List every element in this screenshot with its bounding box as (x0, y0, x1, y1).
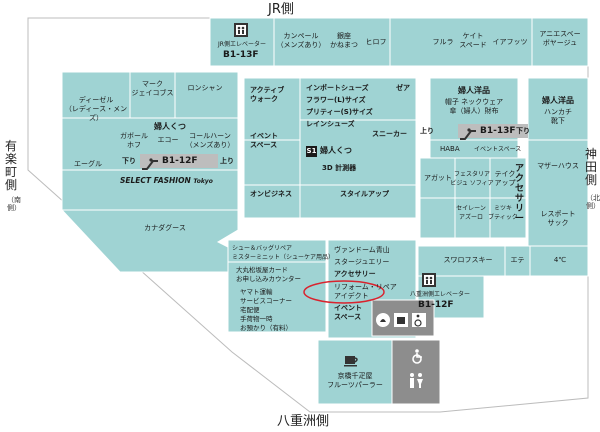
elevator-icon (234, 22, 248, 41)
block-south-cafe (317, 339, 393, 405)
service-yamato: ヤマト運輸 サービスコーナー (240, 288, 292, 305)
shop-handkerchief: ハンカチ 靴下 (544, 108, 572, 125)
shop-gabor: ガボール ホフ (120, 132, 148, 149)
shop-les-posts: レスポート サック (540, 210, 576, 227)
direction-west: 有楽町側 (4, 139, 17, 192)
block-east-side (527, 139, 589, 263)
direction-east-sub: （北側） (586, 194, 600, 210)
cafe-icon (344, 352, 360, 371)
yaesu-elevator-floors: B1-12F (418, 300, 454, 310)
service-daimaru-card: 大丸松坂屋カード お申し込みカウンター (236, 266, 301, 283)
escalator-east-shape (458, 124, 528, 138)
escalator-icon (460, 125, 476, 144)
direction-west-sub: （南側） (7, 196, 21, 212)
event-space-center: イベント スペース (250, 132, 278, 149)
escalator-west-down: 下り (122, 157, 136, 165)
escalator-west-floors: B1-12F (162, 156, 198, 166)
shop-four-c: 4℃ (553, 256, 567, 264)
shop-aigle: エーグル (74, 160, 102, 168)
shop-vendome: ヴァンドーム青山 (334, 246, 390, 254)
jr-elevator-name: JR側エレベーター (218, 41, 266, 48)
escalator-east-down: 下り (516, 127, 530, 135)
shop-festaria: フェスタリア ビジュ ソフィア (450, 171, 494, 187)
shop-kanadagoose: カナダグース (144, 224, 186, 232)
shop-reform: リフォーム・リペア アイデクト (334, 283, 397, 300)
shop-ginza-kanematsu: 銀座 かねまつ (330, 32, 358, 49)
shop-mitsuki: ミツキ ブティック (488, 205, 518, 221)
shop-kanpeeru: カンペール （メンズあり） (276, 32, 326, 49)
shop-active-walk: アクティブ ウォーク (250, 86, 285, 103)
shop-rain-shoes: レインシューズ (306, 120, 355, 128)
shop-star-jewelry: スタージュエリー (334, 258, 390, 266)
shop-cafe: 京橋千疋屋 フルーツパーラー (327, 372, 383, 389)
select-fashion-sub: Tokyo (193, 178, 213, 185)
shop-selena: セイレーン アズーロ (456, 205, 486, 221)
shop-fujin-youhin: 婦人洋品 (458, 86, 490, 95)
block-southeast (417, 245, 589, 277)
shop-import-shoes: インポートシューズ (306, 84, 369, 92)
block-east-right (527, 77, 589, 141)
shop-cole-haan: コールハーン （メンズあり） (185, 132, 235, 149)
shop-fujin-kutsu-west: 婦人くつ (154, 122, 186, 131)
escalator-east-up: 上り (420, 127, 434, 135)
shop-ekko: エコー (157, 136, 179, 144)
escalator-icon (142, 155, 158, 174)
direction-north: JR側 (268, 2, 294, 17)
event-space-east: イベントスペース (474, 146, 522, 153)
shop-haba: HABA (440, 145, 460, 153)
shop-kate-spade: ケイト スペード (459, 32, 487, 49)
shop-anniversaire: アニエスベー ボヤージュ (539, 30, 581, 47)
jr-elevator-floors: B1-13F (223, 50, 259, 60)
nursing-icon (376, 312, 390, 331)
escalator-west-up: 上り (220, 157, 234, 165)
shop-shoe-repair: シュー＆バッグリペア ミスターミニット（シューケア用品） (232, 245, 335, 261)
shop-mark-jacobs: マーク ジェイコブス (131, 80, 174, 97)
restroom-icon (408, 372, 424, 394)
shop-longchamp: ロンシャン (187, 84, 223, 92)
shop-zea: ゼア (396, 84, 410, 92)
shop-fujin-kutsu-center: 婦人くつ (320, 146, 352, 155)
accessory-vertical: アクセサリー (514, 164, 524, 224)
block-north-shops-3 (531, 17, 589, 67)
restroom-icon (394, 312, 408, 331)
block-center (243, 77, 417, 219)
shop-3d-measure: 3D 計測器 (322, 164, 357, 172)
shop-accessory-south: アクセサリー (334, 270, 376, 278)
elevator-icon (422, 272, 436, 291)
fujin-kutsu-tag: S1 (306, 146, 317, 157)
direction-south: 八重洲側 (277, 414, 330, 429)
escalator-west-shape (140, 154, 218, 168)
shop-margaret: マザーハウス (537, 162, 579, 170)
shop-agatte: アガット (424, 174, 452, 182)
shop-ete: エテ (510, 256, 525, 264)
shop-on-business: オンビジネス (250, 190, 292, 198)
service-takuhai: 宅配便 手荷物一時 お預かり（有料） (240, 306, 292, 332)
select-fashion-label: SELECT FASHION (120, 176, 191, 185)
shop-style-up: スタイルアップ (340, 190, 389, 198)
shop-iafutto: イアフッツ (492, 38, 528, 46)
select-fashion: SELECT FASHION Tokyo (120, 176, 213, 186)
block-north-shops-2 (389, 17, 533, 67)
shop-flower-l: フラワー(L)サイズ (306, 96, 366, 104)
shop-hiroful: ヒロフ (365, 38, 387, 46)
shop-swarovski: スワロフスキー (443, 256, 493, 264)
shop-boushi: 帽子 ネックウェア 傘（婦人）財布 (444, 98, 504, 115)
event-space-south: イベント スペース (334, 304, 362, 321)
shop-take-up: テイク アップ (494, 170, 516, 187)
escalator-east-floors: B1-13F (480, 126, 516, 136)
shop-pretty-s: プリティー(S)サイズ (306, 108, 373, 116)
wheelchair-icon (410, 348, 426, 368)
shop-diesel: ディーゼル （レディース・メンズ） (64, 96, 128, 122)
wheelchair-icon (412, 312, 426, 331)
yaesu-elevator-name: 八重洲側エレベーター (410, 291, 471, 298)
shop-sneaker: スニーカー (372, 130, 407, 138)
highlight-reform (303, 280, 385, 304)
shop-furla: フルラ (432, 38, 454, 46)
direction-east: 神田側 (584, 147, 597, 187)
shop-fujin-youhin-east: 婦人洋品 (542, 96, 574, 105)
